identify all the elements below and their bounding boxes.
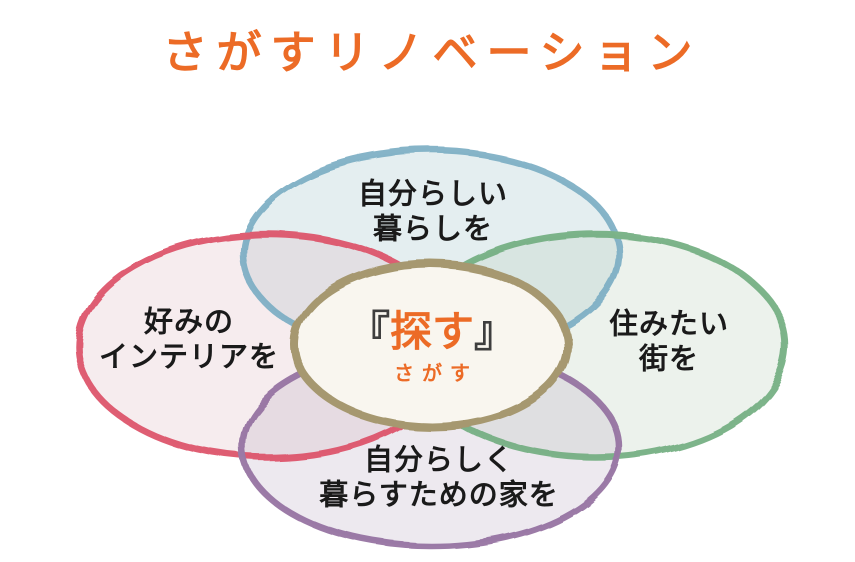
label-left-petal: 好みの インテリアを [99, 305, 279, 376]
label-right-line1: 住みたい [608, 306, 730, 341]
label-left-line2: インテリアを [98, 340, 280, 374]
center-ellipse-border [291, 260, 571, 430]
center-ellipse [291, 260, 571, 430]
center-bracket-close: 』 [474, 306, 517, 356]
label-right-line2: 街を [638, 342, 700, 376]
label-bottom-line1: 自分らしく [363, 442, 515, 477]
label-bottom-line2: 暮らすための家を [319, 478, 559, 512]
page-title: さがすリノベーション [162, 26, 702, 79]
center-bracket-open: 『 [347, 306, 390, 356]
label-left-line1: 好みの [143, 304, 235, 339]
center-main-text: 『探す』 [347, 306, 517, 356]
center-ellipse-fill [295, 264, 567, 426]
center-label: 『探す』 さがす [347, 306, 517, 386]
label-bottom-petal: 自分らしく 暮らすための家を [319, 443, 558, 514]
label-right-petal: 住みたい 街を [609, 307, 729, 378]
center-reading: さがす [393, 361, 478, 386]
label-top-petal: 自分らしい 暮らしを [358, 177, 508, 248]
center-word: 探す [389, 306, 475, 356]
label-top-line1: 自分らしい [357, 176, 509, 211]
label-top-line2: 暮らしを [372, 212, 494, 246]
